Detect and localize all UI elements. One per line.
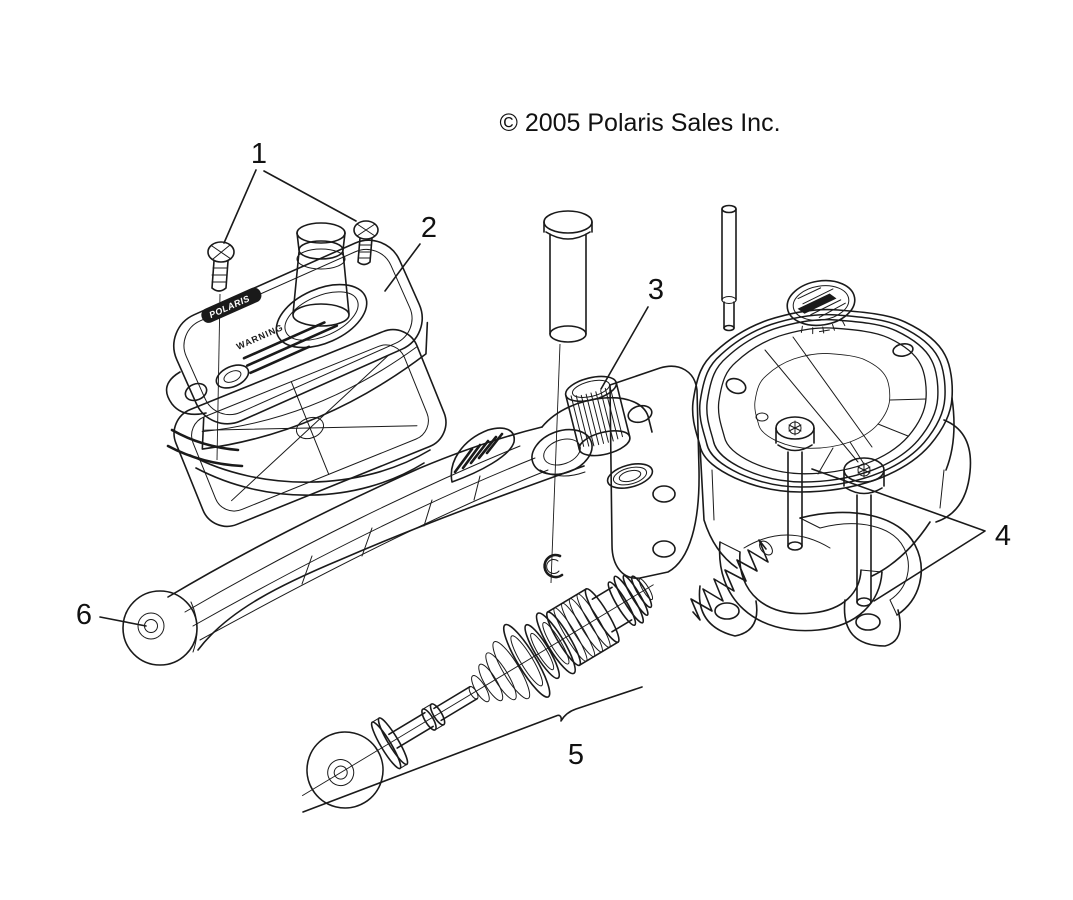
reservoir-body xyxy=(691,308,972,577)
callout-1: 1 xyxy=(251,138,267,170)
reservoir-cover: POLARIS WARNING xyxy=(173,222,429,450)
callout-leaders xyxy=(99,169,986,813)
pivot-bolt xyxy=(543,210,593,584)
piston-assembly xyxy=(301,574,654,809)
lever-ball-end xyxy=(122,590,198,666)
callout-4: 4 xyxy=(995,520,1011,552)
cone-spring xyxy=(471,640,531,703)
copyright-text: © 2005 Polaris Sales Inc. xyxy=(499,109,780,137)
brake-lever xyxy=(122,396,653,666)
callout-3: 3 xyxy=(648,274,664,306)
callout-6: 6 xyxy=(76,599,92,631)
handlebar-clamp xyxy=(698,511,922,647)
dowel-pin xyxy=(721,204,737,332)
cover-screw-left xyxy=(207,241,235,461)
cup-washer xyxy=(502,612,576,698)
clamp-bolt-upper xyxy=(775,416,815,551)
cover-plug xyxy=(292,222,350,327)
return-spring xyxy=(690,539,773,621)
push-rod-ball xyxy=(306,731,384,809)
cover-diaphragm xyxy=(165,328,447,528)
clamp-bolt-lower xyxy=(843,457,885,607)
sight-glass-cap xyxy=(786,279,856,335)
piston xyxy=(546,574,654,667)
lever-mount-flange xyxy=(606,365,700,579)
callout-2: 2 xyxy=(421,212,437,244)
e-clip xyxy=(543,553,564,579)
adjuster-barrel xyxy=(564,375,631,457)
callout-5: 5 xyxy=(568,739,584,771)
